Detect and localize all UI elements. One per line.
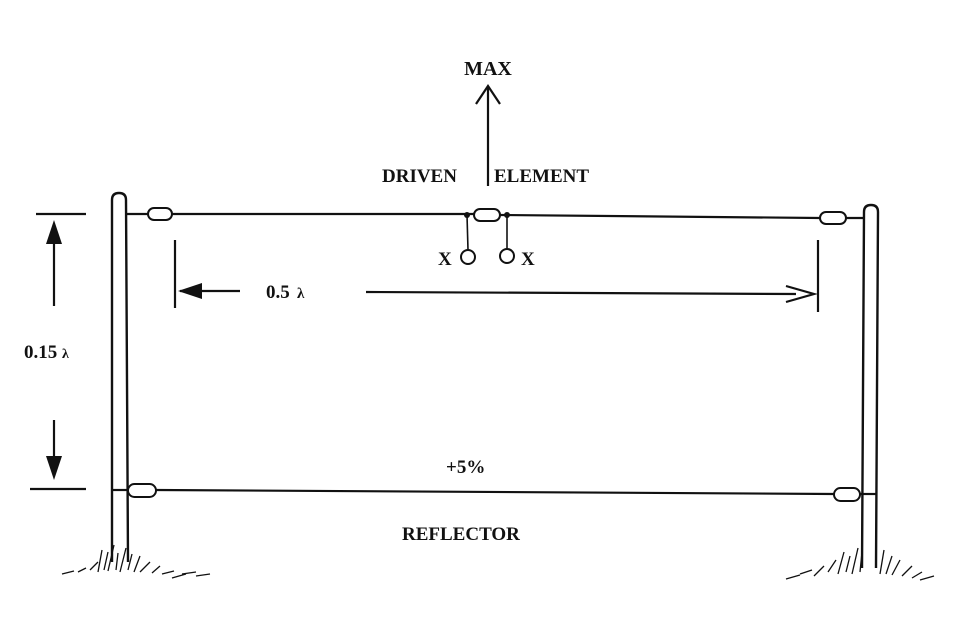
driven-element-wire bbox=[126, 212, 864, 220]
reflector-right-insulator bbox=[833, 487, 861, 502]
reflector-wire bbox=[112, 488, 876, 496]
driven-right-insulator bbox=[819, 211, 847, 225]
spacing-lambda: λ bbox=[62, 347, 69, 362]
reflector-label: REFLECTOR bbox=[402, 524, 520, 545]
length-dimension bbox=[173, 240, 820, 312]
feed-left-label: X bbox=[438, 249, 452, 270]
reflector-left-insulator bbox=[127, 483, 157, 498]
length-lambda: λ bbox=[297, 286, 305, 302]
right-pole bbox=[860, 203, 880, 569]
driven-center-insulator bbox=[473, 208, 501, 222]
element-label: ELEMENT bbox=[494, 166, 589, 187]
feed-terminals bbox=[460, 214, 515, 265]
driven-left-insulator bbox=[147, 207, 173, 221]
left-pole bbox=[110, 191, 130, 563]
spacing-label: 0.15 bbox=[24, 342, 57, 363]
reflector-offset-label: +5% bbox=[446, 457, 485, 478]
feed-right-label: X bbox=[521, 249, 535, 270]
length-label: 0.5 bbox=[266, 282, 290, 303]
grass-right bbox=[785, 547, 935, 581]
grass-left bbox=[61, 544, 211, 579]
max-direction-arrow bbox=[475, 84, 501, 186]
spacing-dimension bbox=[30, 212, 86, 491]
driven-label: DRIVEN bbox=[382, 166, 457, 187]
max-label: MAX bbox=[464, 58, 512, 80]
